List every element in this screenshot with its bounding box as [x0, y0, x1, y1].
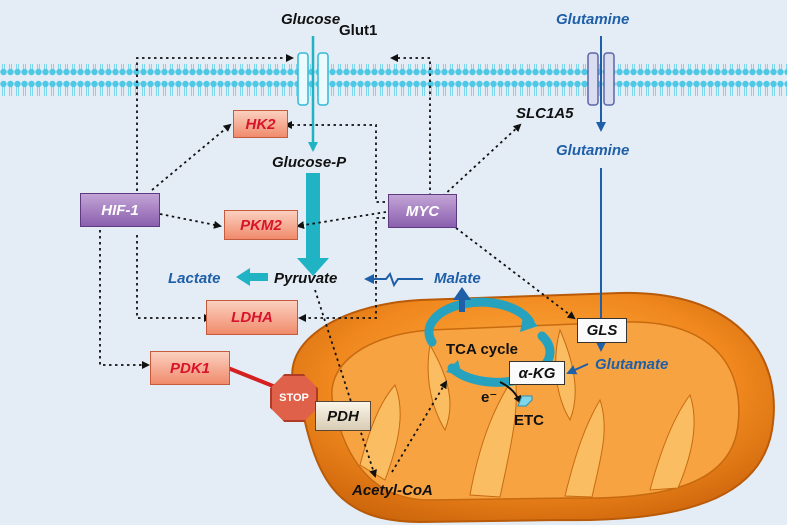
- pdh-box: PDH: [315, 401, 371, 431]
- hk2-box: HK2: [233, 110, 288, 138]
- slc1a5-transporter: [587, 52, 615, 106]
- acetyl-coa-label: Acetyl-CoA: [352, 482, 433, 499]
- glut1-transporter: [297, 52, 329, 106]
- glutamate-label: Glutamate: [595, 356, 669, 373]
- pdk1-inhibition-line: [227, 366, 279, 390]
- gls-box: GLS: [577, 318, 627, 343]
- glucose-label: Glucose: [281, 11, 341, 28]
- tca-to-malate-arrow: [453, 287, 471, 312]
- pdk1-box: PDK1: [150, 351, 230, 385]
- tca-cycle-label: TCA cycle: [446, 341, 518, 358]
- myc-box: MYC: [388, 194, 457, 228]
- etc-electron-arrow: [499, 381, 521, 404]
- glutamine-intracellular-label: Glutamine: [556, 142, 630, 159]
- glutamine-extracellular-label: Glutamine: [556, 11, 630, 28]
- lactate-label: Lactate: [168, 270, 221, 287]
- pyruvate-label: Pyruvate: [274, 270, 338, 287]
- slc1a5-label: SLC1A5: [516, 105, 574, 122]
- pyruvate-to-lactate-arrow: [236, 268, 268, 286]
- etc-label: ETC: [514, 412, 544, 429]
- akg-box: α-KG: [509, 361, 565, 385]
- malate-to-pyruvate-arrow: [364, 271, 423, 288]
- glut1-label: Glut1: [339, 22, 378, 39]
- glutamate-to-akg-arrow: [566, 363, 589, 375]
- stop-sign: STOP: [270, 374, 318, 422]
- mitochondrion: [291, 291, 775, 524]
- cell-membrane: [0, 64, 787, 100]
- ldha-box: LDHA: [206, 300, 298, 335]
- hif1-box: HIF-1: [80, 193, 160, 227]
- pkm2-box: PKM2: [224, 210, 298, 240]
- malate-label: Malate: [434, 270, 481, 287]
- etc-complex-icon: [517, 395, 533, 407]
- glucose-p-label: Glucose-P: [272, 154, 347, 171]
- electron-label: e⁻: [481, 389, 498, 406]
